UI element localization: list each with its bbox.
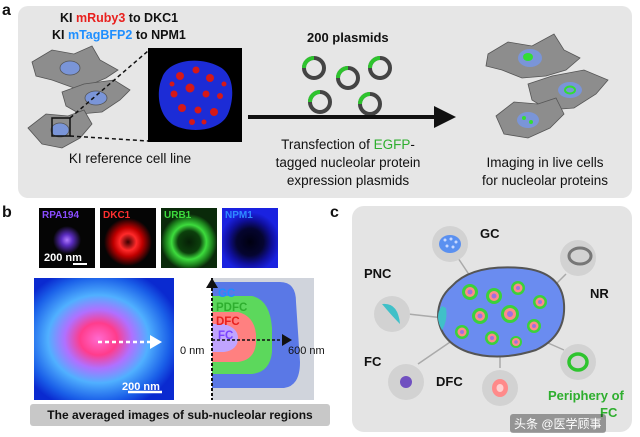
dkc1-foci	[169, 66, 227, 125]
merged-scale-label: 200 nm	[122, 381, 160, 393]
callout-fc	[388, 364, 424, 400]
transfection-line-1-pre: Transfection of	[281, 137, 374, 152]
nucleolus-pnc	[438, 306, 447, 330]
panel-c-diagram	[374, 226, 596, 406]
plasmid-5	[358, 92, 382, 116]
region-fc	[212, 324, 238, 352]
reference-cell-top	[31, 45, 119, 89]
zoom-box	[51, 117, 71, 137]
tile-npm1: NPM1	[222, 208, 278, 268]
axis-start-label: 0 nm	[180, 345, 205, 357]
label-periphery-line2: FC	[600, 405, 618, 420]
transfection-line-1: Transfection of EGFP-	[248, 136, 448, 154]
tile-dkc1-label: DKC1	[103, 210, 131, 221]
callout-periphery-fc	[560, 344, 596, 380]
mruby3-label: mRuby3	[75, 11, 126, 25]
zoom-lines	[69, 50, 149, 142]
merged-profile-arrowhead	[150, 335, 162, 349]
panel-c-letter: c	[330, 204, 339, 221]
transfection-line-2: tagged nucleolar protein	[275, 155, 421, 170]
callout-gc	[432, 226, 468, 262]
callout-pnc	[374, 296, 410, 332]
profile-y-arrowhead	[206, 278, 218, 288]
tile-dkc1: DKC1	[100, 208, 156, 268]
panel-b-title: The averaged images of sub-nucleolar reg…	[30, 404, 330, 426]
plasmid-4	[308, 90, 332, 114]
profile-x-arrowhead	[282, 334, 292, 346]
reference-caption: KI reference cell line	[68, 151, 192, 166]
ki-label-dkc1: KI mRuby3 to DKC1	[60, 11, 178, 25]
plasmid-2	[336, 66, 360, 90]
tile-urb1: URB1	[161, 208, 217, 268]
nucleolus-body	[436, 266, 566, 358]
region-label-fc: FC	[218, 330, 234, 342]
plasmid-3	[368, 56, 392, 80]
process-arrow	[248, 106, 456, 128]
imaging-caption: Imaging in live cells for nucleolar prot…	[460, 154, 630, 190]
ki-label-npm1: KI mTagBFP2 to NPM1	[52, 28, 186, 42]
transfection-caption: Transfection of EGFP- tagged nucleolar p…	[248, 136, 448, 190]
callout-dfc	[482, 370, 518, 406]
region-label-dfc: DFC	[216, 316, 240, 328]
panel-b-letter: b	[2, 204, 12, 221]
label-pnc: PNC	[364, 266, 392, 281]
panel-a-background	[18, 6, 632, 198]
tile-rpa194: RPA194	[39, 208, 95, 268]
nucleolus-fc-units	[455, 281, 547, 348]
ki-prefix-2: KI	[52, 28, 68, 42]
label-dfc: DFC	[436, 374, 463, 389]
region-label-pdfc: PDFC	[216, 302, 248, 314]
callout-nr	[560, 240, 596, 276]
reference-cells-illustration	[27, 45, 131, 149]
ki-suffix-2: to NPM1	[132, 28, 186, 42]
plasmid-group	[302, 56, 392, 116]
axis-end-label: 600 nm	[288, 345, 325, 357]
tile-rpa194-label: RPA194	[42, 210, 80, 221]
ki-suffix-1: to DKC1	[125, 11, 179, 25]
imaging-line-1: Imaging in live cells	[486, 155, 604, 170]
merged-image	[34, 278, 174, 400]
plasmids-label: 200 plasmids	[307, 30, 389, 45]
label-nr: NR	[590, 286, 609, 301]
panel-a-letter: a	[2, 2, 11, 19]
region-profile-schematic	[206, 278, 314, 400]
label-fc: FC	[364, 354, 382, 369]
transfected-cells-illustration	[485, 33, 609, 139]
tile-urb1-label: URB1	[164, 210, 192, 221]
watermark: 头条 @医学顾事	[510, 414, 606, 433]
label-gc: GC	[480, 226, 500, 241]
reference-cell-bottom	[27, 109, 93, 149]
tile-npm1-label: NPM1	[225, 210, 253, 221]
mtagbfp2-label: mTagBFP2	[67, 28, 133, 42]
plasmid-1	[302, 56, 326, 80]
label-periphery-line1: Periphery of	[548, 388, 624, 403]
reference-cell-middle	[61, 79, 131, 115]
ki-prefix-1: KI	[60, 11, 76, 25]
nucleus-zoom-image	[148, 48, 242, 142]
egfp-label: EGFP	[373, 137, 411, 152]
imaging-line-2: for nucleolar proteins	[481, 173, 609, 188]
transfection-line-1-post: -	[410, 137, 415, 152]
transfection-line-3: expression plasmids	[286, 173, 410, 188]
region-label-gc: GC	[218, 288, 236, 300]
tile-scale-label: 200 nm	[44, 252, 82, 264]
